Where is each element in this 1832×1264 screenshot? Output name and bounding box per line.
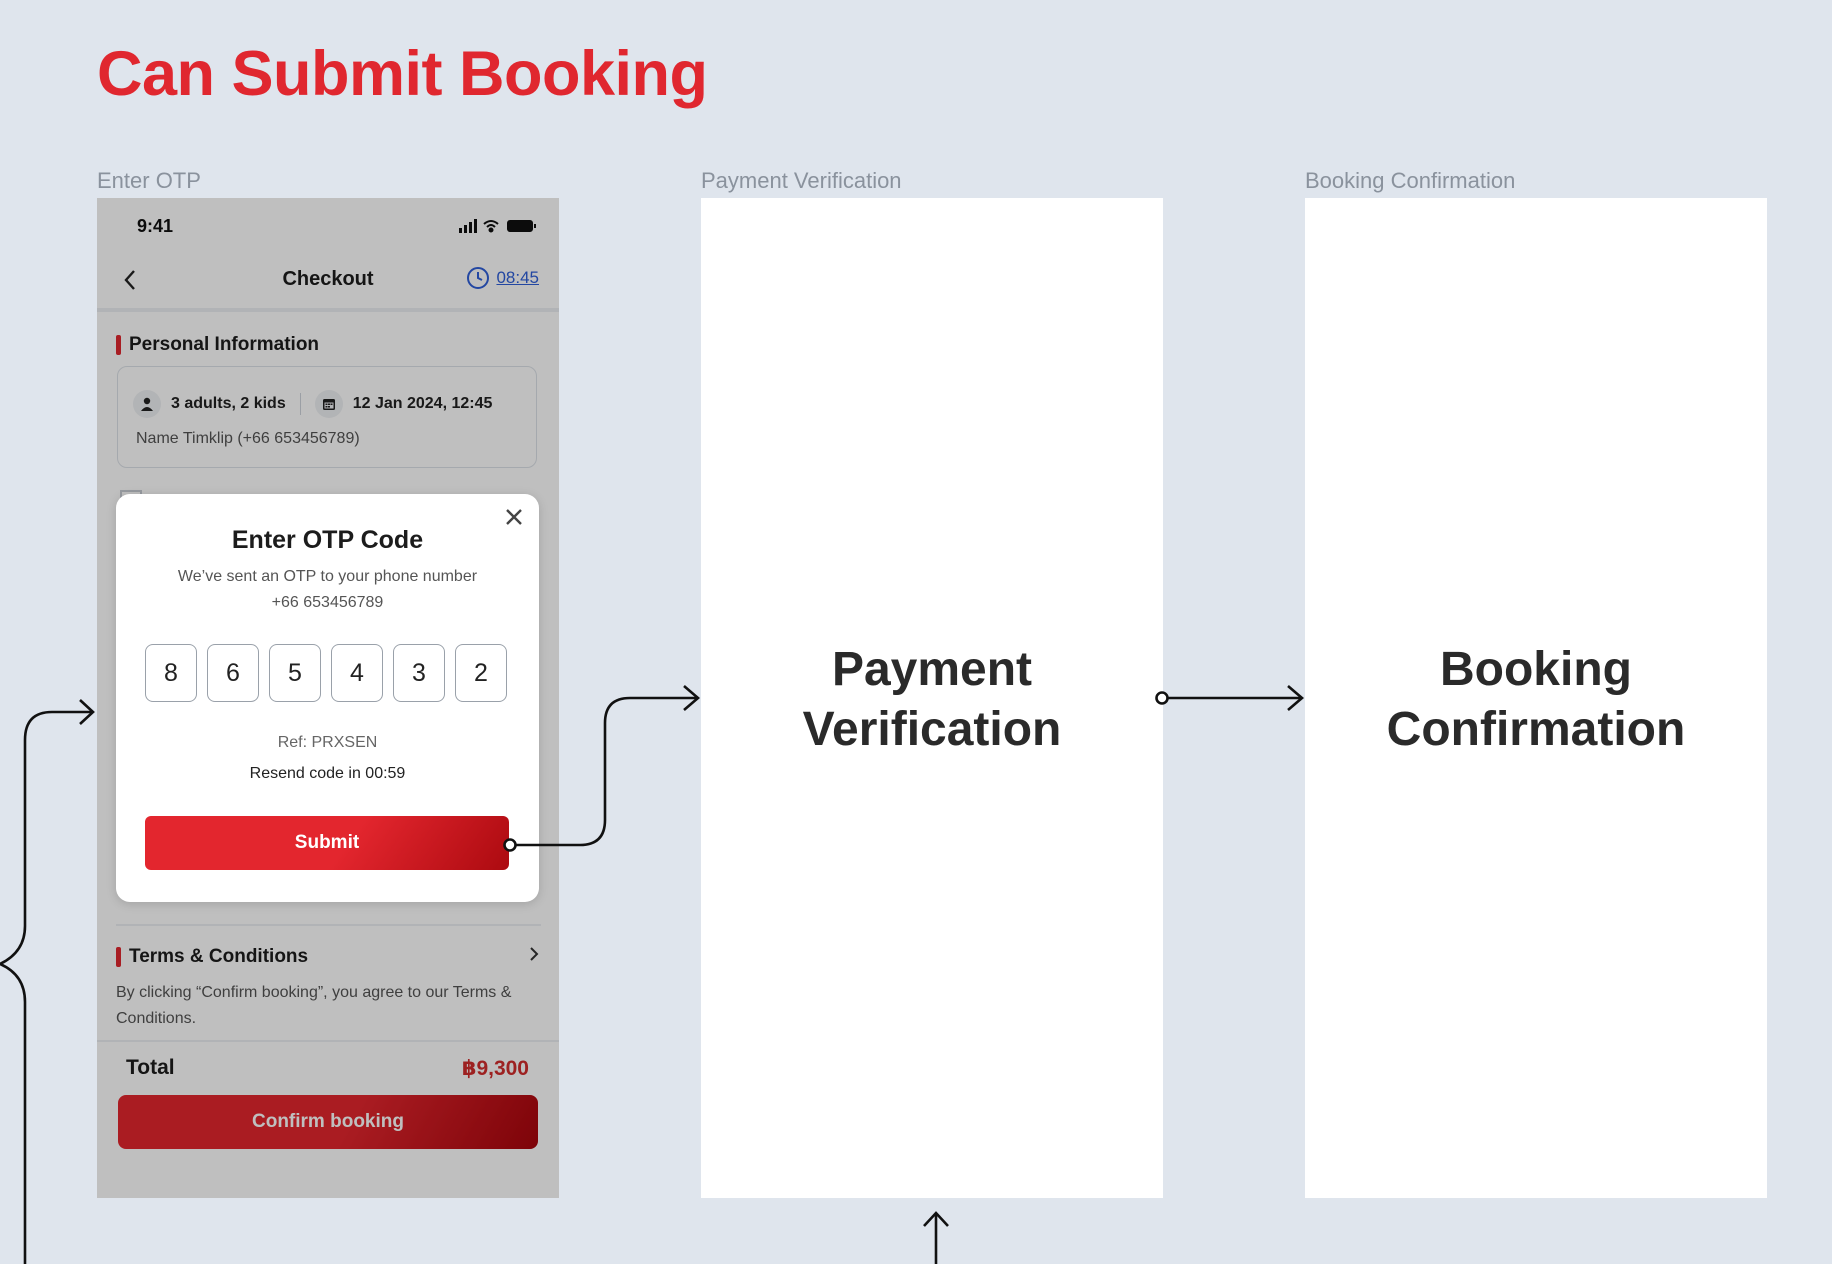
submit-button[interactable]: Submit	[145, 816, 509, 870]
otp-desc-line1: We’ve sent an OTP to your phone number	[177, 568, 478, 585]
flow-node	[1155, 691, 1169, 705]
header-title: Checkout	[282, 268, 374, 290]
flow-arrow-submit-to-payment	[510, 696, 698, 847]
datetime-text: 12 Jan 2024, 12:45	[352, 395, 493, 412]
timer-text: 08:45	[496, 268, 539, 287]
otp-desc-phone: +66 653456789	[271, 594, 384, 611]
phone-frame-enter-otp: 9:41	[97, 198, 559, 1198]
booking-heading-line1: Booking	[1440, 643, 1632, 696]
confirm-booking-button[interactable]: Confirm booking	[118, 1095, 538, 1149]
chevron-left-icon[interactable]	[119, 268, 143, 292]
otp-digit-input[interactable]: 6	[207, 644, 259, 702]
chevron-right-icon[interactable]	[529, 946, 539, 967]
close-icon[interactable]	[503, 506, 525, 528]
personal-info-title-text: Personal Information	[129, 334, 320, 355]
flow-arrow-entry	[0, 710, 92, 1264]
frame-label-enter-otp: Enter OTP	[97, 168, 201, 193]
terms-title-text: Terms & Conditions	[129, 946, 309, 967]
total-label: Total	[126, 1056, 175, 1079]
header-bar	[97, 248, 559, 312]
booking-confirmation-heading: Booking Confirmation	[1305, 640, 1767, 760]
divider	[299, 393, 301, 415]
booking-heading-line2: Confirmation	[1386, 703, 1686, 756]
user-icon	[133, 390, 161, 418]
otp-digit-input[interactable]: 5	[269, 644, 321, 702]
terms-text: By clicking “Confirm booking”, you agree…	[116, 984, 512, 1027]
terms-title[interactable]: Terms & Conditions	[116, 946, 308, 968]
otp-input-row: 8 6 5 4 3 2	[145, 644, 507, 702]
clock-icon	[467, 267, 490, 289]
otp-modal-title: Enter OTP Code	[231, 526, 424, 554]
battery-icon	[507, 220, 536, 232]
status-icons	[457, 218, 539, 239]
otp-digit-input[interactable]: 4	[331, 644, 383, 702]
booking-confirmation-frame: Booking Confirmation	[1305, 198, 1767, 1198]
payment-verification-frame: Payment Verification	[701, 198, 1163, 1198]
booking-summary-row: 3 adults, 2 kids 12 Jan 2024, 12:45	[133, 390, 492, 418]
frame-label-booking: Booking Confirmation	[1305, 168, 1516, 193]
personal-info-card	[117, 366, 537, 468]
payment-verification-heading: Payment Verification	[701, 640, 1163, 760]
otp-digit-input[interactable]: 3	[393, 644, 445, 702]
otp-digit-input[interactable]: 2	[455, 644, 507, 702]
divider	[116, 924, 541, 926]
otp-modal-description: We’ve sent an OTP to your phone number +…	[116, 564, 539, 616]
payment-heading-line2: Verification	[802, 703, 1062, 756]
checkout-screen: 9:41	[97, 198, 559, 1198]
flow-node	[503, 838, 517, 852]
status-time: 9:41	[137, 216, 174, 236]
frame-label-payment: Payment Verification	[701, 168, 902, 193]
footer-divider	[97, 1040, 559, 1042]
otp-modal: Enter OTP Code We’ve sent an OTP to your…	[116, 494, 539, 902]
guests-text: 3 adults, 2 kids	[171, 395, 286, 412]
page-title: Can Submit Booking	[97, 39, 708, 109]
payment-heading-line1: Payment	[831, 643, 1033, 696]
contact-text: Name Timklip (+66 653456789)	[136, 430, 360, 447]
signal-icon	[459, 219, 477, 233]
otp-ref: Ref: PRXSEN	[277, 734, 378, 751]
calendar-icon	[314, 390, 343, 418]
countdown-timer[interactable]: 08:45	[466, 266, 539, 290]
otp-digit-input[interactable]: 8	[145, 644, 197, 702]
personal-info-title: Personal Information	[116, 334, 319, 356]
wifi-icon	[483, 220, 499, 233]
total-value: ฿9,300	[461, 1057, 529, 1080]
resend-code-text[interactable]: Resend code in 00:59	[249, 765, 406, 782]
